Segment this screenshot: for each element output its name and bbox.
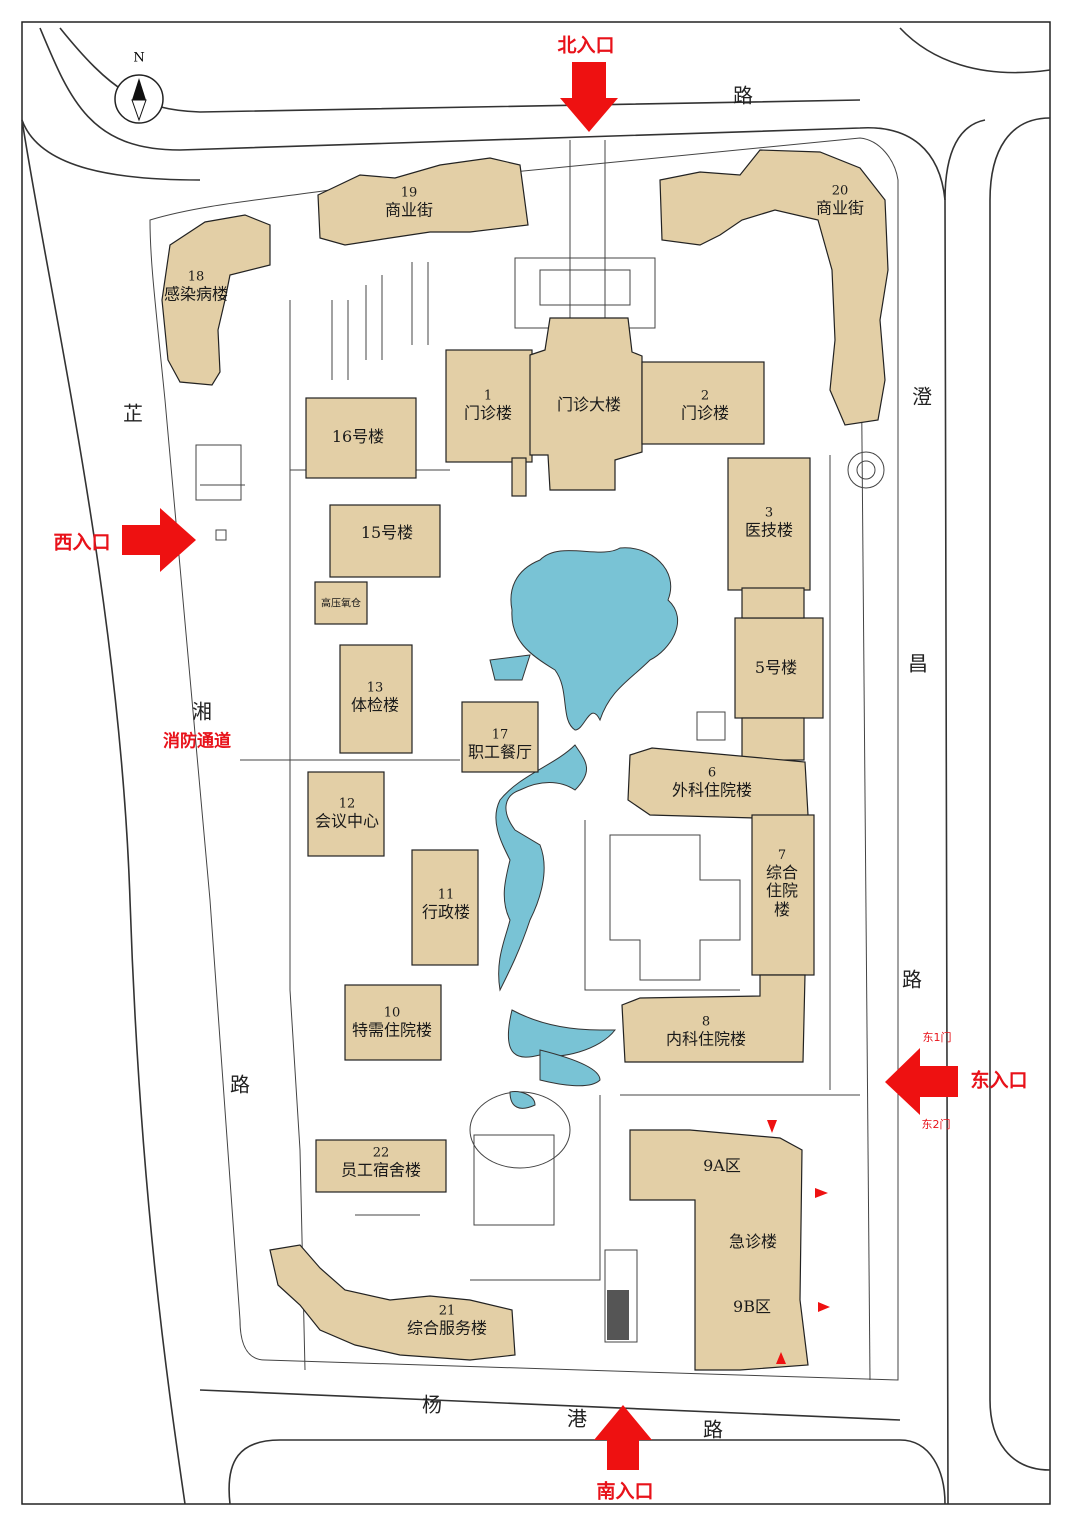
north-entrance-label: 北入口 xyxy=(557,34,615,57)
compass-icon xyxy=(114,74,164,124)
south-entrance-label: 南入口 xyxy=(596,1480,654,1503)
road-west-char-1: 芷 xyxy=(123,401,143,426)
south-entrance-arrow xyxy=(594,1405,652,1470)
building-9 xyxy=(629,1129,809,1371)
building-2 xyxy=(641,361,765,445)
building-16-label: 16号楼 xyxy=(331,426,385,446)
road-east-char-1: 澄 xyxy=(912,384,932,409)
building-15-label: 15号楼 xyxy=(360,522,414,542)
building-17 xyxy=(461,701,539,773)
buildings xyxy=(161,149,889,1371)
road-south-char-3: 路 xyxy=(703,1417,723,1442)
road-north-name: 路 xyxy=(733,83,753,108)
roads xyxy=(21,27,1051,1505)
building-19 xyxy=(317,157,529,246)
road-west-char-2: 湘 xyxy=(192,699,212,724)
building-9b-label: 9B区 xyxy=(733,1296,771,1316)
building-22 xyxy=(315,1139,447,1193)
building-3 xyxy=(727,457,811,591)
road-east-char-3: 路 xyxy=(902,967,922,992)
building-21 xyxy=(269,1244,516,1361)
building-8 xyxy=(621,974,806,1063)
building-18 xyxy=(161,214,271,386)
building-5link xyxy=(741,717,805,761)
building-1 xyxy=(445,349,533,463)
building-16 xyxy=(305,397,417,479)
building-emergency-label: 急诊楼 xyxy=(728,1231,778,1251)
road-east-char-2: 昌 xyxy=(908,651,928,676)
north-entrance-arrow xyxy=(560,62,618,132)
lake xyxy=(489,547,679,1109)
fire-lane-label: 消防通道 xyxy=(163,731,231,752)
road-west-char-3: 路 xyxy=(230,1072,250,1097)
east-gate-1-label: 东1门 xyxy=(922,1031,952,1044)
building-main-label: 门诊大楼 xyxy=(556,394,622,414)
building-b3link xyxy=(741,587,805,619)
building-store xyxy=(314,581,368,625)
east-entrance-label: 东入口 xyxy=(970,1069,1028,1092)
building-10 xyxy=(344,984,442,1061)
building-main xyxy=(529,317,643,491)
east-entrance-arrow xyxy=(885,1048,958,1115)
entrance-arrows xyxy=(122,62,958,1470)
east-gate-2-label: 东2门 xyxy=(921,1118,951,1131)
west-entrance-arrow xyxy=(122,508,196,572)
building-5-label: 5号楼 xyxy=(754,657,798,677)
building-12 xyxy=(307,771,385,857)
building-9a-label: 9A区 xyxy=(703,1155,741,1175)
west-entrance-label: 西入口 xyxy=(53,531,111,554)
building-7 xyxy=(751,814,815,976)
building-20 xyxy=(659,149,889,426)
building-15 xyxy=(329,504,441,578)
road-south-char-1: 杨 xyxy=(422,1392,442,1417)
road-south-char-2: 港 xyxy=(567,1406,587,1431)
building-13 xyxy=(339,644,413,754)
building-store-label: 高压氧仓 xyxy=(321,598,361,610)
building-11 xyxy=(411,849,479,966)
compass-north-label: N xyxy=(133,50,145,66)
building-5 xyxy=(734,617,824,719)
